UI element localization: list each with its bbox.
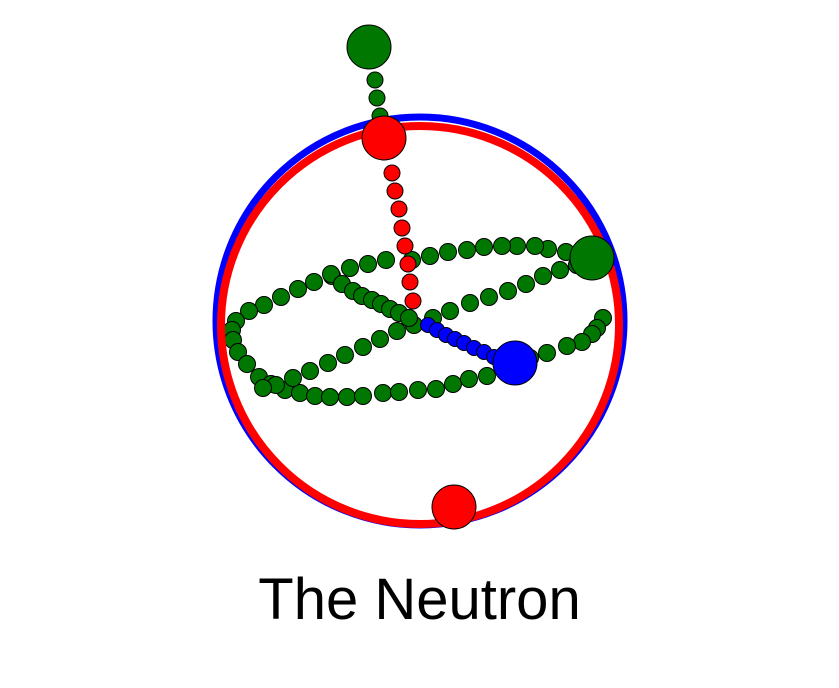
- green-orbit-dot: [319, 354, 337, 372]
- red-trail-dot: [386, 182, 404, 200]
- green-orbit-dot: [499, 282, 517, 300]
- green-trail-dot: [368, 89, 386, 107]
- green-orbit-dot: [354, 387, 372, 405]
- green-orbit-dot: [475, 238, 493, 256]
- green-orbit-dot: [461, 294, 479, 312]
- green-orbit-dot: [255, 296, 273, 314]
- green-ball-right: [569, 235, 615, 281]
- green-orbit-dot: [409, 381, 427, 399]
- red-trail-dot: [404, 292, 422, 310]
- green-orbit-dot: [551, 261, 569, 279]
- green-orbit-dot: [573, 333, 591, 351]
- green-orbit-dot: [301, 362, 319, 380]
- red-trail-dot: [383, 164, 401, 182]
- green-orbit-dot: [254, 379, 272, 397]
- green-orbit-dot: [336, 346, 354, 364]
- green-orbit-dot: [321, 388, 339, 406]
- red-trail-dot: [393, 219, 411, 237]
- green-orbit-dot: [400, 309, 418, 327]
- green-orbit-dot: [508, 237, 526, 255]
- green-orbit-dot: [291, 384, 309, 402]
- green-orbit-dot: [338, 388, 356, 406]
- red-trail-dot: [390, 200, 408, 218]
- green-orbit-dot: [427, 380, 445, 398]
- green-orbit-dot: [341, 259, 359, 277]
- green-orbit-dot: [538, 344, 556, 362]
- green-orbit-dot: [238, 355, 256, 373]
- green-orbit-dot: [480, 288, 498, 306]
- green-orbit-dot: [305, 273, 323, 291]
- green-orbit-dot: [371, 330, 389, 348]
- green-orbit-dot: [390, 383, 408, 401]
- green-orbit-dot: [306, 387, 324, 405]
- red-trail-dot: [396, 237, 414, 255]
- red-trail-dot: [399, 255, 417, 273]
- diagram-caption: The Neutron: [258, 567, 581, 632]
- green-ball-top: [346, 24, 392, 70]
- green-orbit-dot: [558, 337, 576, 355]
- green-trail-dot: [366, 71, 384, 89]
- green-orbit-dot: [458, 241, 476, 259]
- outer-rings: [212, 113, 628, 529]
- green-orbit-dot: [289, 280, 307, 298]
- green-orbit-dot: [517, 275, 535, 293]
- green-orbit-dot: [439, 243, 457, 261]
- green-orbit-dot: [478, 367, 496, 385]
- blue-ball: [492, 340, 538, 386]
- green-orbit-dot: [354, 338, 372, 356]
- green-orbit-dot: [374, 384, 392, 402]
- red-trail-dot: [401, 273, 419, 291]
- green-orbit-dot: [388, 322, 406, 340]
- green-orbit-dot: [377, 251, 395, 269]
- green-orbit-dot: [526, 237, 544, 255]
- green-orbit-dot: [359, 255, 377, 273]
- red-ring: [217, 122, 623, 528]
- red-ball-bottom: [431, 484, 477, 530]
- green-orbit-dot: [493, 237, 511, 255]
- green-orbit-dot: [229, 343, 247, 361]
- green-orbit-dot: [421, 247, 439, 265]
- green-orbit-dot: [534, 267, 552, 285]
- green-orbit-dot: [460, 370, 478, 388]
- green-orbit-dot: [441, 302, 459, 320]
- green-orbit-dot: [444, 375, 462, 393]
- red-ball-top: [361, 115, 407, 161]
- green-orbit-dot: [240, 302, 258, 320]
- particle-balls: [346, 24, 615, 530]
- green-orbit-dot: [284, 369, 302, 387]
- green-orbit-dot: [272, 288, 290, 306]
- green-orbit-dots: [223, 237, 612, 406]
- particle-trails: [366, 71, 502, 365]
